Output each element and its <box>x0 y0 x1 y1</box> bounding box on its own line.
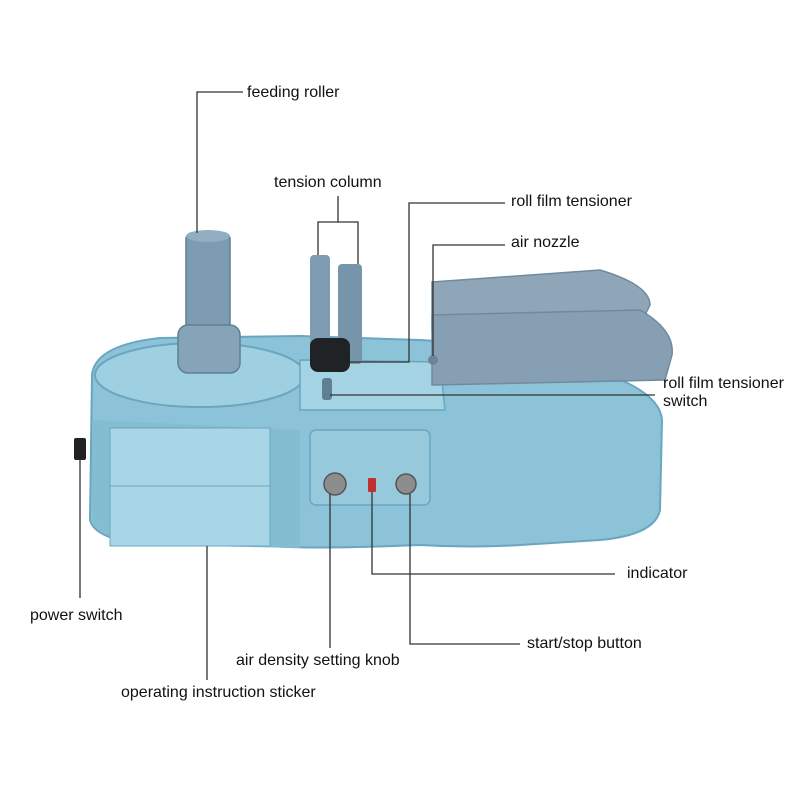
label-roll-film-tensioner: roll film tensioner <box>511 193 632 210</box>
control-panel <box>309 429 431 506</box>
indicator-shape <box>368 478 376 492</box>
tension-column-left <box>310 255 330 350</box>
right-cover-front <box>431 309 673 386</box>
leader-roll-film-tensioner <box>350 202 505 363</box>
label-air-nozzle: air nozzle <box>511 234 580 251</box>
label-roll-film-tensioner-switch: roll film tensioner switch <box>663 375 784 411</box>
label-air-density-setting-knob: air density setting knob <box>236 652 400 669</box>
leader-feeding-roller <box>196 91 243 233</box>
leader-tension-column <box>317 196 339 255</box>
power-switch-shape <box>74 438 86 460</box>
label-power-switch: power switch <box>30 607 123 624</box>
label-roll-film-tensioner-switch-line1: roll film tensioner <box>663 375 784 392</box>
label-indicator: indicator <box>627 565 688 582</box>
tensioner-switch <box>322 378 332 400</box>
label-roll-film-tensioner-switch-line2: switch <box>663 393 708 410</box>
label-operating-instruction-sticker: operating instruction sticker <box>121 684 316 701</box>
feeding-roller-top <box>186 230 230 242</box>
tensioner-spool <box>310 338 350 372</box>
leader-start-stop-button <box>409 494 520 645</box>
label-feeding-roller: feeding roller <box>247 84 340 101</box>
middle-deck <box>299 359 446 411</box>
label-tension-column: tension column <box>274 174 382 191</box>
air-nozzle-port <box>428 355 438 365</box>
label-start-stop-button: start/stop button <box>527 635 642 652</box>
instruction-sticker <box>109 427 271 547</box>
start-stop-button-shape <box>395 473 417 495</box>
feeding-roller-hub <box>177 324 241 374</box>
leader-tension-column-right <box>338 221 359 264</box>
air-density-knob-shape <box>323 472 347 496</box>
leader-air-nozzle <box>432 244 505 356</box>
leader-indicator <box>371 492 615 575</box>
